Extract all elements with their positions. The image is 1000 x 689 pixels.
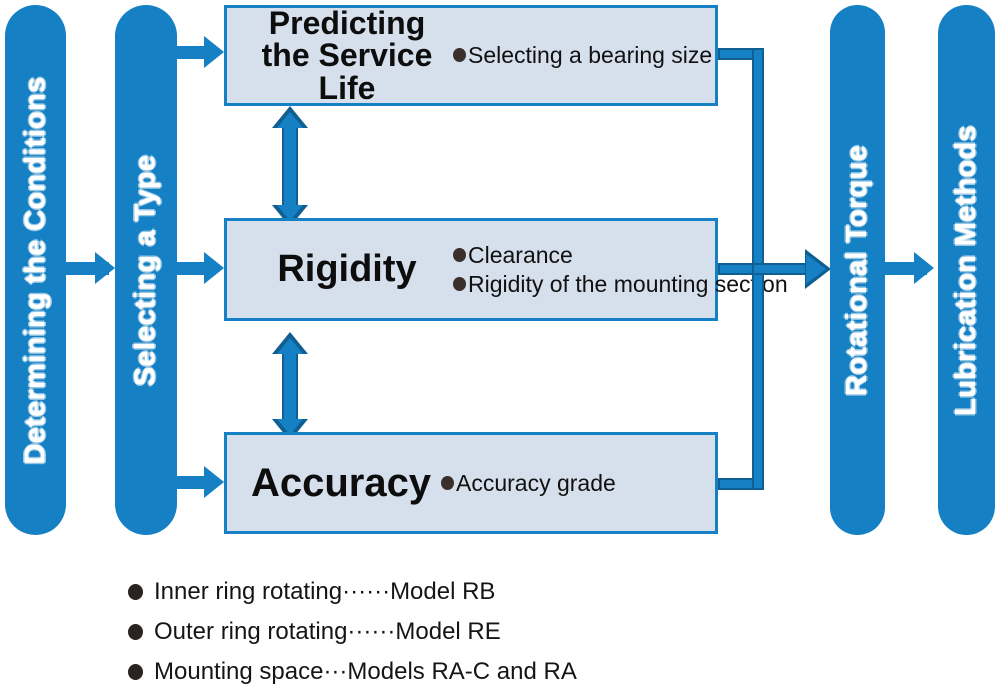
- bullet-item: Accuracy grade: [441, 469, 715, 497]
- bullet-item: Clearance: [453, 241, 788, 269]
- connector-conditions-to-type-arrowhead: [95, 252, 115, 284]
- bullet-item: Selecting a bearing size: [453, 41, 715, 69]
- bullet-dot-icon: [453, 48, 466, 63]
- bidirectional-connector-rigidity-accuracy-shaft: [282, 344, 298, 429]
- criteria-box-bullets: Accuracy grade: [441, 469, 715, 497]
- bidirectional-connector-servicelife-rigidity-shaft: [282, 118, 298, 215]
- stage-pill-label: Determining the Conditions: [19, 75, 52, 465]
- stage-pill-rotational-torque[interactable]: Rotational Torque: [830, 5, 885, 535]
- bidirectional-connector-servicelife-rigidity-head-down: [277, 205, 303, 221]
- connector-type-to-service-life-arrowhead: [204, 36, 224, 68]
- connector-type-to-service-life-line: [177, 46, 209, 59]
- criteria-box-predicting-the-service-life[interactable]: Predicting the Service Life Selecting a …: [224, 5, 718, 106]
- legend-item: Mounting space···Models RA-C and RA: [128, 652, 648, 689]
- criteria-box-bullets: Selecting a bearing size: [453, 41, 715, 69]
- legend-label: Mounting space···Models RA-C and RA: [154, 658, 577, 685]
- criteria-box-title: Rigidity: [277, 248, 417, 291]
- criteria-box-title: Accuracy: [250, 460, 432, 505]
- legend-label: Inner ring rotating······Model RB: [154, 578, 496, 605]
- connector-type-to-accuracy-arrowhead: [204, 466, 224, 498]
- legend-bullet-dot-icon: [128, 664, 143, 680]
- stage-pill-determining-the-conditions[interactable]: Determining the Conditions: [5, 5, 66, 535]
- criteria-box-accuracy[interactable]: Accuracy Accuracy grade: [224, 432, 718, 534]
- legend-bullet-dot-icon: [128, 584, 143, 600]
- connector-torque-to-lubrication-arrowhead: [914, 252, 934, 284]
- stage-pill-label: Rotational Torque: [841, 144, 873, 396]
- connector-type-to-accuracy-line: [177, 476, 209, 489]
- stage-pill-label: Lubrication Methods: [950, 124, 983, 416]
- legend-item: Outer ring rotating······Model RE: [128, 612, 648, 652]
- legend-label: Outer ring rotating······Model RE: [154, 618, 501, 645]
- collector-to-rotational-torque-arrowhead: [806, 254, 826, 284]
- bullet-dot-icon: [453, 248, 466, 263]
- connector-type-to-rigidity-line: [177, 262, 209, 275]
- stage-pill-label: Selecting a Type: [129, 154, 162, 386]
- connector-type-to-rigidity-arrowhead: [204, 252, 224, 284]
- stage-pill-selecting-a-type[interactable]: Selecting a Type: [115, 5, 177, 535]
- legend-item: Inner ring rotating······Model RB: [128, 572, 648, 612]
- legend: Inner ring rotating······Model RB Outer …: [128, 572, 648, 689]
- bullet-dot-icon: [453, 276, 466, 291]
- stage-pill-lubrication-methods[interactable]: Lubrication Methods: [938, 5, 995, 535]
- criteria-box-title: Predicting the Service Life: [261, 4, 433, 106]
- bullet-label: Selecting a bearing size: [468, 42, 713, 69]
- bullet-label: Clearance: [468, 242, 573, 269]
- bidirectional-connector-rigidity-accuracy-head-up: [277, 338, 303, 354]
- bidirectional-connector-servicelife-rigidity-head-up: [277, 112, 303, 128]
- bidirectional-connector-rigidity-accuracy-head-down: [277, 419, 303, 435]
- criteria-box-rigidity[interactable]: Rigidity Clearance Rigidity of the mount…: [224, 218, 788, 321]
- bullet-dot-icon: [441, 475, 454, 490]
- collector-to-rotational-torque-line: [752, 263, 812, 275]
- legend-bullet-dot-icon: [128, 624, 143, 640]
- bullet-label: Accuracy grade: [456, 469, 616, 496]
